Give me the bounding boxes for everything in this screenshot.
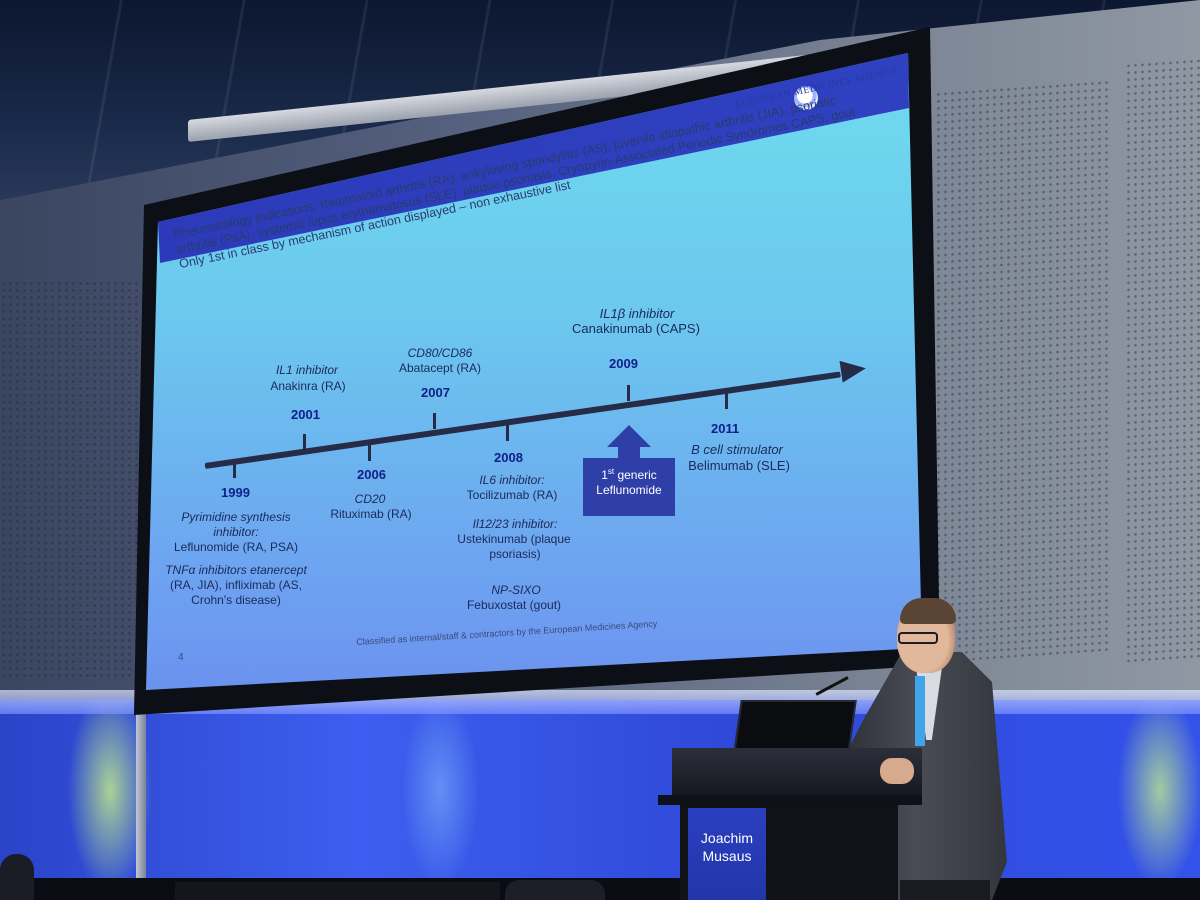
event-2009-class: IL1β inhibitor bbox=[599, 306, 675, 321]
audience-chair bbox=[0, 854, 34, 900]
event-2008-drug: Febuxostat (gout) bbox=[466, 598, 562, 612]
event-2008-class: Il12/23 inhibitor: bbox=[472, 517, 558, 531]
timeline-tick-2011 bbox=[725, 393, 728, 409]
event-2008-class: IL6 inhibitor: bbox=[479, 473, 545, 487]
event-1999-class: inhibitor: bbox=[213, 525, 259, 539]
acoustic-panel-far-right bbox=[1125, 57, 1200, 663]
event-2006-class: CD20 bbox=[354, 492, 386, 506]
event-1999-drug: Leflunomide (RA, PSA) bbox=[173, 540, 299, 554]
callout-superscript: st bbox=[607, 467, 615, 476]
event-2007-year: 2007 bbox=[421, 385, 450, 400]
stage-lighting bbox=[0, 700, 1200, 900]
event-2008-drug: Ustekinumab (plaque bbox=[457, 532, 571, 546]
timeline-tick-2008 bbox=[506, 425, 509, 441]
event-1999-tnf: TNFα inhibitors etanercept bbox=[165, 563, 307, 577]
event-2007-class: CD80/CD86 bbox=[407, 346, 473, 360]
event-1999-class: Pyrimidine synthesis bbox=[181, 510, 291, 524]
event-2008-drug: psoriasis) bbox=[489, 547, 541, 561]
ema-logo-icon bbox=[794, 86, 818, 110]
event-2011-year: 2011 bbox=[711, 421, 740, 436]
event-2008-year: 2008 bbox=[494, 450, 523, 465]
speaker-hair bbox=[900, 598, 956, 624]
screen-support-pole bbox=[136, 690, 146, 900]
speaker-first-name: Joachim bbox=[700, 830, 754, 846]
callout-arrow-stem bbox=[618, 446, 640, 460]
event-2011-drug: Belimumab (SLE) bbox=[688, 458, 790, 473]
event-2006-year: 2006 bbox=[357, 467, 386, 482]
audience-chair bbox=[505, 880, 605, 900]
timeline-tick-2009 bbox=[627, 385, 630, 401]
event-2008-drug: Tocilizumab (RA) bbox=[466, 488, 558, 502]
first-generic-callout: 1st generic Leflunomide bbox=[583, 458, 675, 516]
callout-text: 1 bbox=[601, 468, 608, 482]
speaker-legs bbox=[900, 880, 990, 900]
event-1999-tnf: (RA, JIA), infliximab (AS, bbox=[169, 578, 303, 592]
event-2001-class: IL1 inhibitor bbox=[275, 363, 339, 377]
glasses-icon bbox=[898, 632, 938, 644]
timeline-arrowhead-icon bbox=[839, 357, 868, 383]
callout-text: generic bbox=[614, 468, 657, 482]
event-2001-year: 2001 bbox=[291, 407, 320, 422]
speaker-name-sign: Joachim Musaus bbox=[688, 808, 766, 900]
timeline-tick-2001 bbox=[303, 434, 306, 450]
callout-drug: Leflunomide bbox=[596, 483, 662, 497]
event-2008-class: NP-SIXO bbox=[491, 583, 541, 597]
event-1999-tnf: Crohn's disease) bbox=[191, 593, 281, 607]
event-1999-year: 1999 bbox=[221, 485, 250, 500]
up-arrow-icon bbox=[607, 425, 651, 447]
speaker-lanyard bbox=[915, 676, 925, 746]
audience-chair bbox=[175, 882, 500, 900]
timeline-tick-2006 bbox=[368, 445, 371, 461]
event-2011-class: B cell stimulator bbox=[691, 442, 783, 457]
event-2009-drug: Canakinumab (CAPS) bbox=[572, 321, 700, 336]
acoustic-panel-right bbox=[935, 78, 1110, 667]
speaker-last-name: Musaus bbox=[702, 847, 752, 864]
event-2007-drug: Abatacept (RA) bbox=[398, 361, 482, 375]
event-2009-year: 2009 bbox=[609, 356, 638, 371]
event-2001-drug: Anakinra (RA) bbox=[270, 379, 346, 393]
acoustic-panel-left bbox=[0, 280, 140, 680]
timeline-tick-2007 bbox=[433, 413, 436, 429]
event-2006-drug: Rituximab (RA) bbox=[330, 507, 412, 521]
speaker-hand bbox=[880, 758, 914, 784]
slide-page-number: 4 bbox=[178, 652, 184, 663]
timeline-tick-1999 bbox=[233, 462, 236, 478]
podium-ledge bbox=[658, 795, 922, 805]
